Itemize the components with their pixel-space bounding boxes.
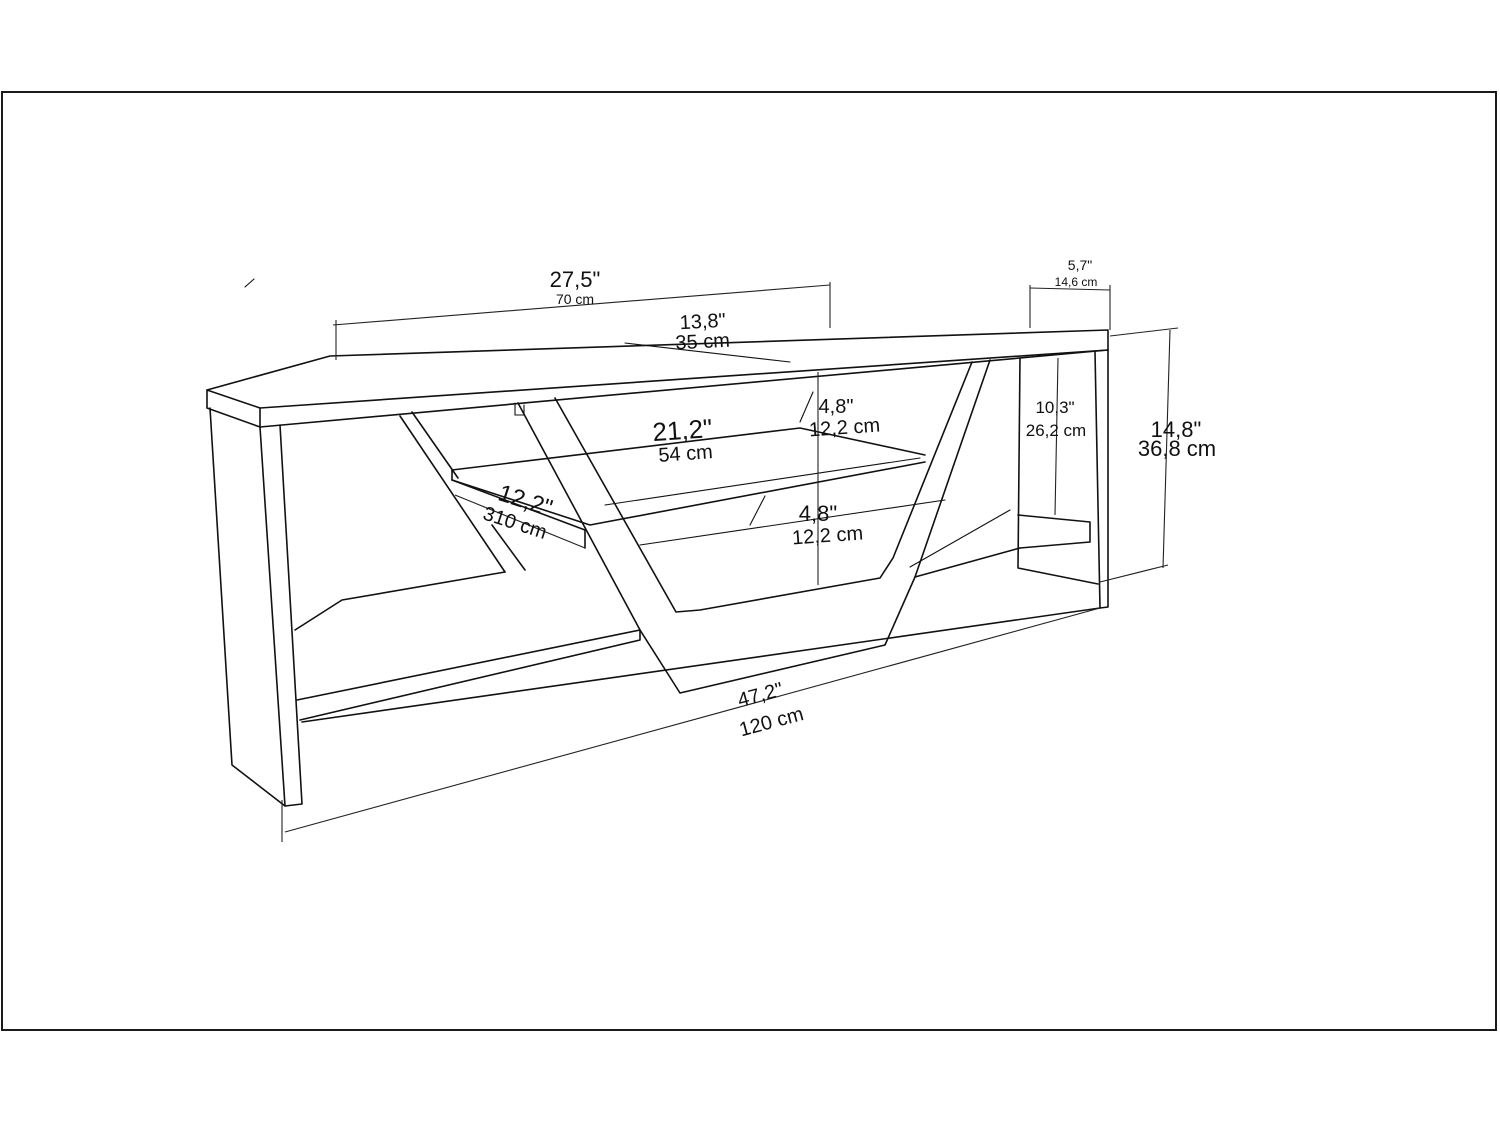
- upper-gap-cm: 12,2 cm: [808, 415, 881, 442]
- dimension-labels: 27,5" 70 cm 13,8" 35 cm 5,7" 14,6 cm 4,8…: [480, 257, 1216, 741]
- right-compartment-cm: 26,2 cm: [1026, 421, 1086, 440]
- left-side-panel: [209, 407, 303, 807]
- bottom-shelf: [294, 509, 1101, 723]
- right-side-panel: [1017, 349, 1109, 609]
- total-height-inch: 14,8": [1151, 417, 1202, 442]
- upper-gap-inch: 4,8": [819, 396, 854, 418]
- total-height-cm: 36,8 cm: [1138, 436, 1216, 461]
- v-frame: [514, 359, 991, 694]
- total-width-inch: 47,2": [735, 679, 785, 712]
- middle-shelf: [451, 427, 946, 549]
- top-surface: [206, 329, 1109, 428]
- right-compartment-inch: 10,3": [1035, 398, 1074, 417]
- lower-gap-inch: 4,8": [799, 501, 837, 526]
- side-depth-inch: 5,7": [1068, 257, 1092, 273]
- top-depth-cm: 70 cm: [556, 291, 594, 307]
- top-depth-inch: 27,5": [550, 267, 601, 292]
- shelf-width-inch: 21,2": [651, 413, 713, 447]
- drawing-frame: [1, 91, 1497, 1031]
- lower-gap-cm: 12,2 cm: [791, 523, 864, 550]
- stray-mark: [244, 278, 255, 288]
- side-depth-cm: 14,6 cm: [1055, 275, 1098, 289]
- dimension-lines: [281, 282, 1179, 842]
- top-inner-cm: 35 cm: [675, 330, 731, 355]
- shelf-width-cm: 54 cm: [658, 441, 714, 467]
- top-inner-inch: 13,8": [679, 310, 726, 334]
- diagonal-support: [399, 411, 526, 573]
